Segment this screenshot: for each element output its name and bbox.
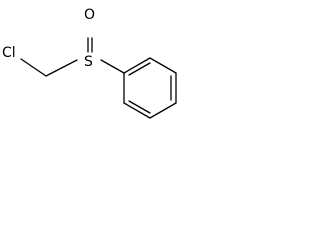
structure-canvas: Cl S O: [0, 0, 192, 134]
oxygen-atom-label: O: [84, 7, 95, 23]
bond-c4-c5: [149, 102, 177, 119]
bond-s-c1: [100, 59, 125, 74]
bond-c1-c2-inner: [128, 62, 151, 76]
bond-cl-ch2: [20, 58, 47, 77]
molecule-diagram: Cl S O: [2, 7, 177, 119]
chlorine-atom-label: Cl: [2, 45, 16, 61]
bond-ch2-s: [45, 59, 78, 77]
bond-c1-c2: [123, 57, 151, 74]
bond-c2-c3: [149, 57, 177, 74]
bond-c5-c6: [123, 102, 151, 119]
bond-c5-c6-inner: [128, 100, 151, 114]
sulfur-atom-label: S: [84, 54, 93, 70]
